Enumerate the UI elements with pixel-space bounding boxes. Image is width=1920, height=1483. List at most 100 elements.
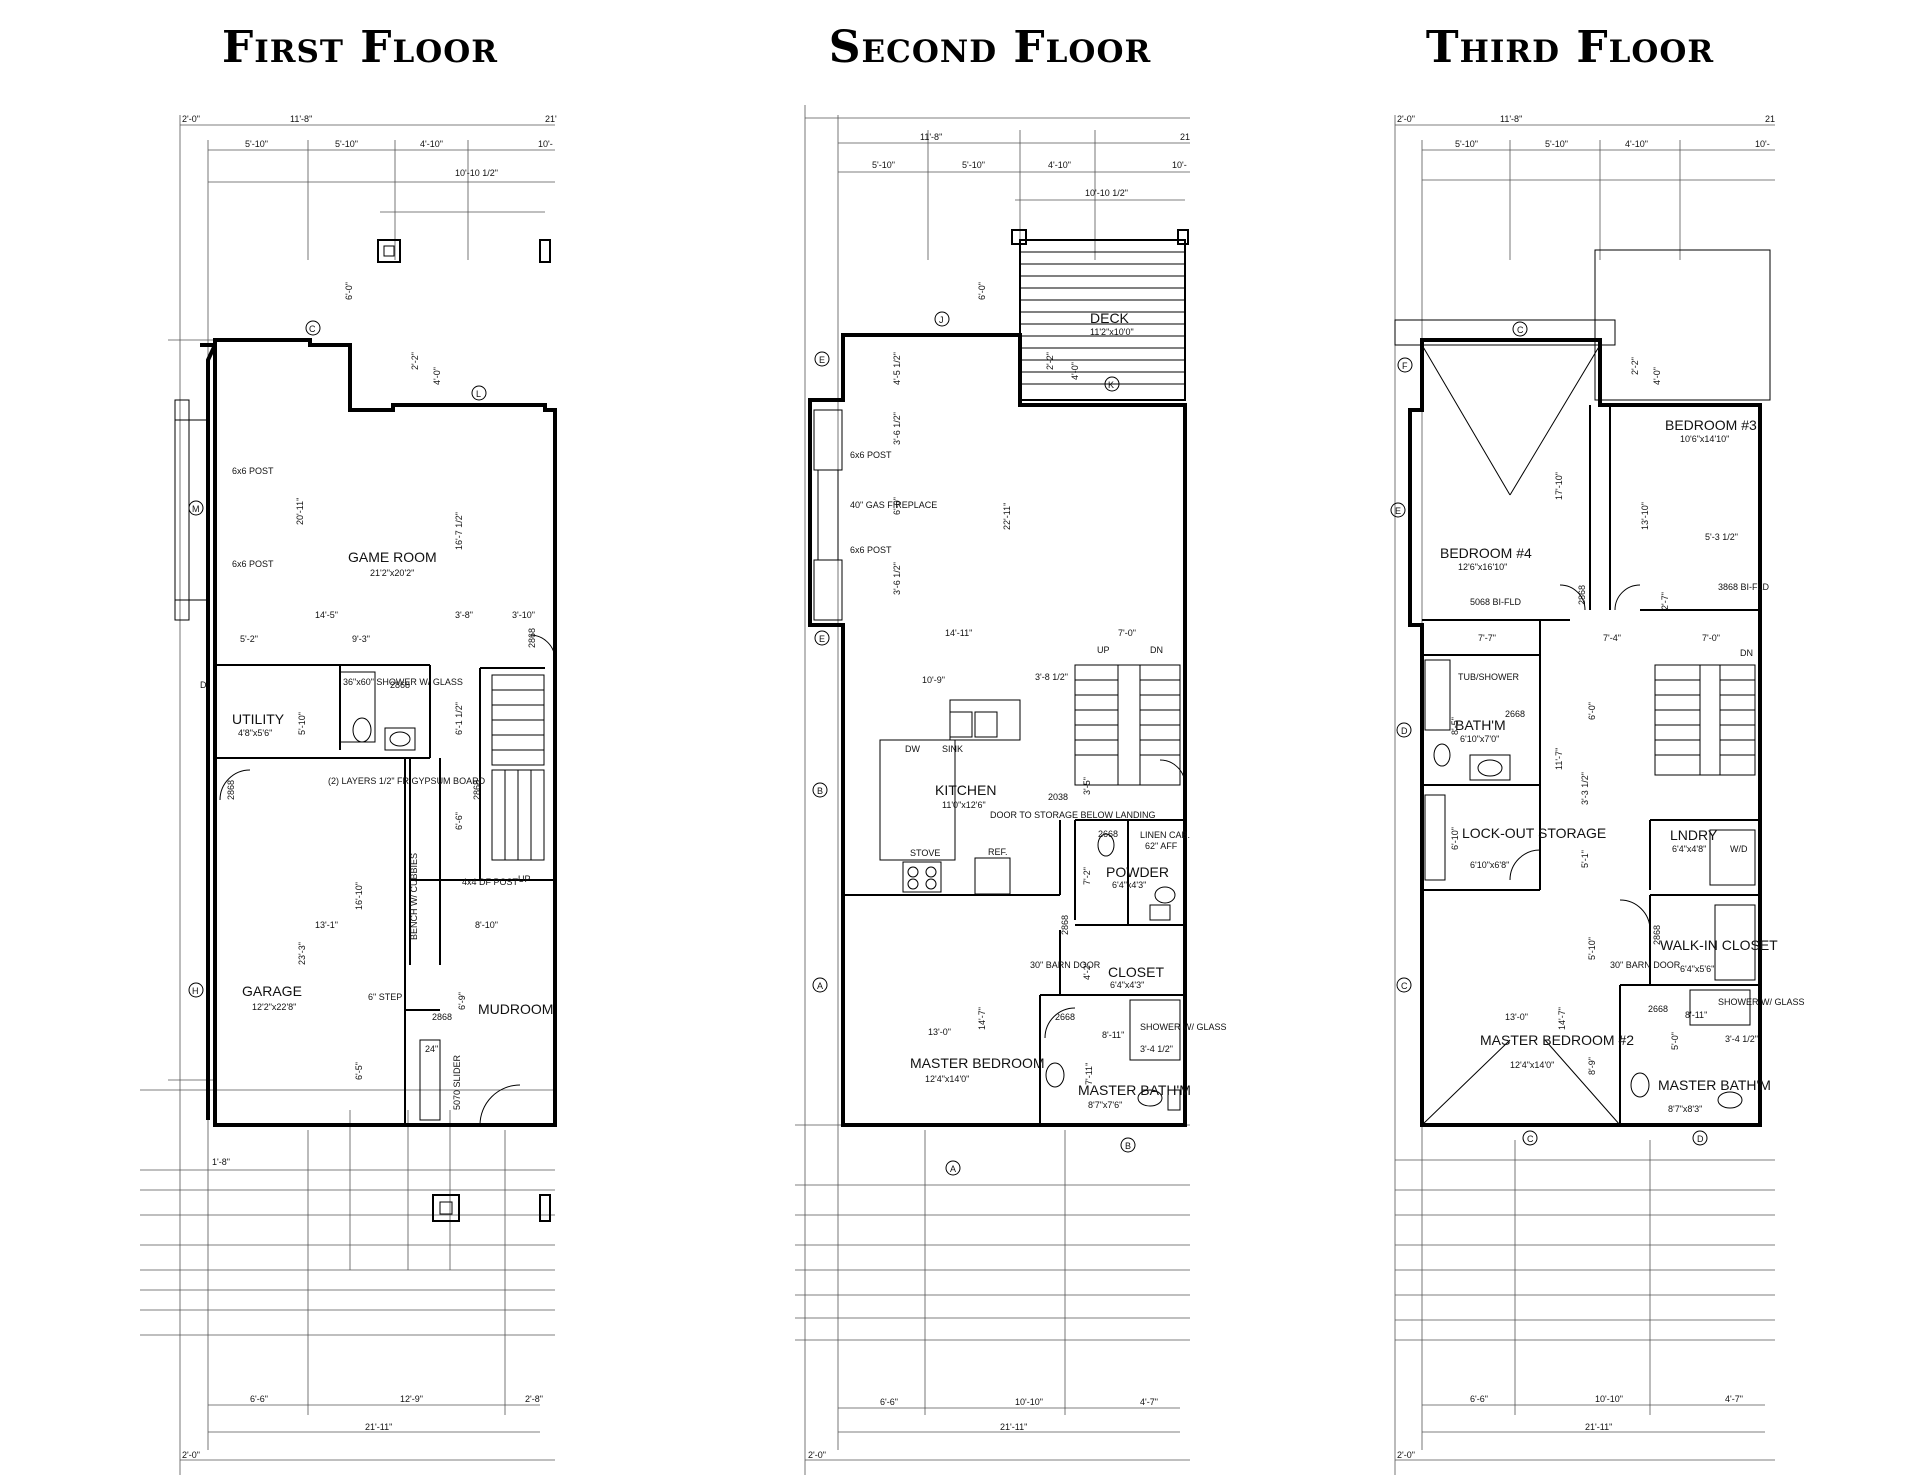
- room-master-bedroom: MASTER BEDROOM: [910, 1055, 1045, 1071]
- dim-mid-b: 3'-8": [455, 610, 473, 620]
- note-door-2: 2868: [226, 780, 236, 800]
- room-bedroom-4-size: 12'6"x16'10": [1458, 562, 1507, 572]
- dim2-mb-w: 13'-0": [928, 1027, 951, 1037]
- dim2-stair: 3'-5": [1082, 777, 1092, 795]
- second-floor-interior-walls: [843, 819, 1185, 1125]
- grid-tag-b1: B: [817, 786, 823, 796]
- dim3-bath-b: 3'-4 1/2": [1725, 1034, 1758, 1044]
- room-bath-size: 6'10"x7'0": [1460, 734, 1499, 744]
- dim3-bot-b: 10'-10": [1595, 1394, 1623, 1404]
- note-shower-2: SHOWER W/ GLASS: [1140, 1022, 1227, 1032]
- grid-tag-d3: D: [1401, 726, 1408, 736]
- room-bath: BATH'M: [1455, 717, 1506, 733]
- room-master-bath-2-size: 8'7"x8'3": [1668, 1104, 1702, 1114]
- room-master-bath-size: 8'7"x7'6": [1088, 1100, 1122, 1110]
- note-post-2: 6x6 POST: [232, 559, 274, 569]
- grid-tag-d4: D: [1697, 1134, 1704, 1144]
- grid-tag-b2: B: [1125, 1141, 1131, 1151]
- first-floor-stairs: [491, 674, 545, 861]
- dim-bot-c: 2'-8": [525, 1394, 543, 1404]
- room-game-room: GAME ROOM: [348, 549, 437, 565]
- dim3-mid-b: 7'-4": [1603, 633, 1621, 643]
- dim3-top-c: 5'-10": [1545, 139, 1568, 149]
- third-floor-stairs: [1654, 664, 1756, 776]
- dim-step: 6'-9": [457, 992, 467, 1010]
- room-mudroom: MUDROOM: [478, 1001, 553, 1017]
- second-floor-plan: J K E E B A A B DECK 11'2"x10'0" KITCHEN…: [795, 105, 1227, 1475]
- room-walk-in-closet-size: 6'4"x5'6": [1680, 964, 1714, 974]
- dim-top-e: 10'-: [538, 139, 553, 149]
- dim3-b3-h: 13'-10": [1640, 502, 1650, 530]
- deck-boards: [1020, 251, 1185, 385]
- dim-gar-h3: 6'-5": [354, 1062, 364, 1080]
- note-gypsum: (2) LAYERS 1/2" FR GYPSUM BOARD: [328, 776, 486, 786]
- dim2-bath-c: 7'-11": [1084, 1063, 1094, 1085]
- dim-stair-a: 6'-1 1/2": [454, 702, 464, 735]
- dim3-top-d: 4'-10": [1625, 139, 1648, 149]
- dim3-bot-left: 2'-0": [1397, 1450, 1415, 1460]
- room-bedroom-3: BEDROOM #3: [1665, 417, 1757, 433]
- dim3-mid-a: 7'-7": [1478, 633, 1496, 643]
- deck-outline: [1019, 239, 1186, 401]
- room-master-bedroom-size: 12'4"x14'0": [925, 1074, 969, 1084]
- dim-bay-a: 2'-2": [410, 352, 420, 370]
- grid-tag-k: K: [1108, 380, 1114, 390]
- dim3-mb-c: 8'-9": [1587, 1057, 1597, 1075]
- note-post-1: 6x6 POST: [232, 466, 274, 476]
- dim3-bay-a: 2'-2": [1630, 357, 1640, 375]
- note-shower: 36"x60" SHOWER W/ GLASS: [343, 677, 463, 687]
- dim2-win-b: 3'-6 1/2": [892, 412, 902, 445]
- dim2-bay-a: 2'-2": [1045, 352, 1055, 370]
- dim-top-c: 5'-10": [335, 139, 358, 149]
- note-door-2038: 2038: [1048, 792, 1068, 802]
- dim2-bath-a: 8'-11": [1102, 1030, 1124, 1040]
- room-lockout-storage-size: 6'10"x6'8": [1470, 860, 1509, 870]
- room-kitchen: KITCHEN: [935, 782, 996, 798]
- third-floor-interior-walls: [1422, 405, 1760, 1125]
- second-floor-title: Second Floor: [828, 22, 1152, 73]
- dim2-bot-c: 4'-7": [1140, 1397, 1158, 1407]
- room-master-bedroom-2: MASTER BEDROOM #2: [1480, 1032, 1634, 1048]
- dim3-lock-c: 3'-3 1/2": [1580, 772, 1590, 805]
- room-deck: DECK: [1090, 310, 1130, 326]
- dim2-clo-h: 4'-2": [1082, 962, 1092, 980]
- dim-stair-b: 6'-6": [454, 812, 464, 830]
- second-floor-exterior-wall: [808, 333, 1187, 1127]
- dim-gar-w: 13'-1": [315, 920, 338, 930]
- grid-tag-d: D: [200, 680, 207, 690]
- dim-bot-a: 6'-6": [250, 1394, 268, 1404]
- note-step: 6" STEP: [368, 992, 402, 1002]
- dim2-kit-b: 3'-8 1/2": [1035, 672, 1068, 682]
- room-linen: LINEN CAB.: [1140, 830, 1190, 840]
- note-post-4x4: 4x4 DF POST: [462, 877, 519, 887]
- room-game-room-size: 21'2"x20'2": [370, 568, 414, 578]
- room-garage-size: 12'2"x22'8": [252, 1002, 296, 1012]
- dim2-mid-a: 14'-11": [945, 628, 972, 638]
- note-dn-3: DN: [1740, 648, 1753, 658]
- grid-tag-h: H: [192, 986, 199, 996]
- note-stove: STOVE: [910, 848, 940, 858]
- dim2-top-b: 5'-10": [872, 160, 895, 170]
- first-floor-title: First Floor: [221, 22, 499, 73]
- dim3-top-a: 11'-8": [1500, 114, 1522, 124]
- dim-top-f: 10'-10 1/2": [455, 168, 498, 178]
- room-tub-shower: TUB/SHOWER: [1458, 672, 1520, 682]
- dim3-mb-b: 5'-10": [1587, 937, 1597, 960]
- dim-gar-h2: 23'-3": [297, 942, 307, 965]
- dim2-deck-h: 6'-0": [977, 282, 987, 300]
- dim3-bay-b: 4'-0": [1652, 367, 1662, 385]
- dim2-top-f: 10'-10 1/2": [1085, 188, 1128, 198]
- third-floor-plan: C F E D C C D BEDROOM #4 12'6"x16'10" BE…: [1390, 114, 1805, 1475]
- dim2-mid-b: 7'-0": [1118, 628, 1136, 638]
- grid-tag-c3: C: [1517, 325, 1524, 335]
- dim3-bath-h: 8'-5": [1450, 717, 1460, 735]
- note-door-3d: 2868: [1652, 925, 1662, 945]
- room-bedroom-3-size: 10'6"x14'10": [1680, 434, 1729, 444]
- second-floor-stairs: [1074, 664, 1181, 786]
- note-bench: BENCH W/ CUBBIES: [409, 853, 419, 940]
- note-door-2668b: 2668: [1055, 1012, 1075, 1022]
- grid-tag-c5: C: [1527, 1134, 1534, 1144]
- room-deck-size: 11'2"x10'0": [1090, 327, 1134, 337]
- grid-tag-a2: A: [950, 1164, 956, 1174]
